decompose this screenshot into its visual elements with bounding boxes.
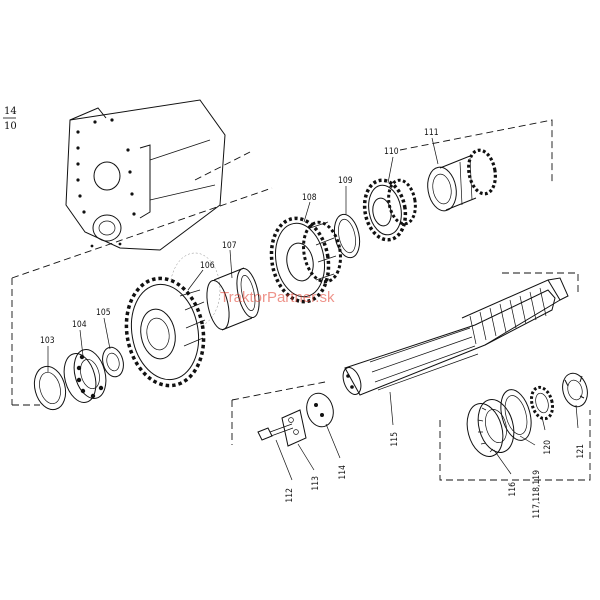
frame-upper-right-edge bbox=[399, 119, 553, 182]
callout-121: 121 bbox=[576, 444, 586, 459]
frame-lower-top-edge bbox=[231, 381, 326, 401]
part-callouts: 103 104 105 106 107 108 109 110 111 112 … bbox=[40, 128, 586, 519]
callout-112: 112 bbox=[285, 488, 295, 503]
leader-lines bbox=[47, 137, 579, 481]
part-110-gear bbox=[362, 178, 417, 242]
callout-103: 103 bbox=[40, 336, 55, 346]
frame-lower-right-box bbox=[439, 410, 591, 481]
part-103-snap-ring bbox=[33, 365, 67, 411]
frame-upper-left-edge bbox=[11, 187, 273, 279]
housing-lip bbox=[69, 107, 107, 121]
part-111-coupling-sleeve bbox=[427, 148, 497, 212]
callout-120: 120 bbox=[543, 440, 553, 455]
housing-bore-upper bbox=[93, 161, 121, 191]
housing-rib-bottom bbox=[149, 184, 216, 201]
callout-113: 113 bbox=[311, 476, 321, 491]
callout-105: 105 bbox=[96, 308, 111, 318]
part-116-roller-bearing bbox=[466, 399, 515, 457]
callout-104: 104 bbox=[72, 320, 87, 330]
housing-rib-top bbox=[149, 139, 211, 161]
gearbox-housing bbox=[65, 99, 226, 251]
housing-bore-lower-inner bbox=[98, 220, 116, 236]
housing-bore-lower bbox=[92, 214, 122, 242]
part-109-snap-ring bbox=[333, 213, 361, 259]
callout-111: 111 bbox=[424, 128, 439, 138]
callout-110: 110 bbox=[384, 147, 399, 157]
callout-116: 116 bbox=[508, 482, 518, 497]
part-120-tab-washer bbox=[529, 385, 555, 421]
assembly-frames bbox=[11, 119, 591, 481]
part-114-disc bbox=[306, 392, 334, 428]
housing-flange bbox=[139, 144, 151, 219]
housing-outline bbox=[65, 99, 226, 251]
sheet-denominator: 10 bbox=[4, 121, 17, 132]
callout-115: 115 bbox=[390, 432, 400, 447]
part-113-lock-plate bbox=[281, 409, 307, 447]
housing-bolt-holes bbox=[76, 118, 136, 248]
part-108-gear bbox=[269, 216, 342, 304]
part-112-bolt bbox=[257, 423, 294, 441]
watermark-text: TraktorPartner.sk bbox=[220, 289, 335, 306]
part-121-slotted-nut bbox=[562, 372, 588, 408]
callout-107: 107 bbox=[222, 241, 237, 251]
callout-114: 114 bbox=[338, 465, 348, 480]
sheet-numerator: 14 bbox=[4, 106, 17, 117]
part-117-spacer-ring bbox=[500, 389, 532, 441]
part-115-splined-shaft bbox=[342, 277, 569, 396]
part-105-washer bbox=[102, 346, 124, 378]
callout-109: 109 bbox=[338, 176, 353, 186]
callout-106: 106 bbox=[200, 261, 215, 271]
callout-117-118-119: 117,118,119 bbox=[532, 470, 542, 519]
frame-shaft-end bbox=[502, 272, 579, 292]
part-107-bushing bbox=[206, 267, 260, 331]
part-106-gear bbox=[124, 252, 221, 388]
sheet-number: 14 10 bbox=[3, 106, 17, 132]
callout-108: 108 bbox=[302, 193, 317, 203]
